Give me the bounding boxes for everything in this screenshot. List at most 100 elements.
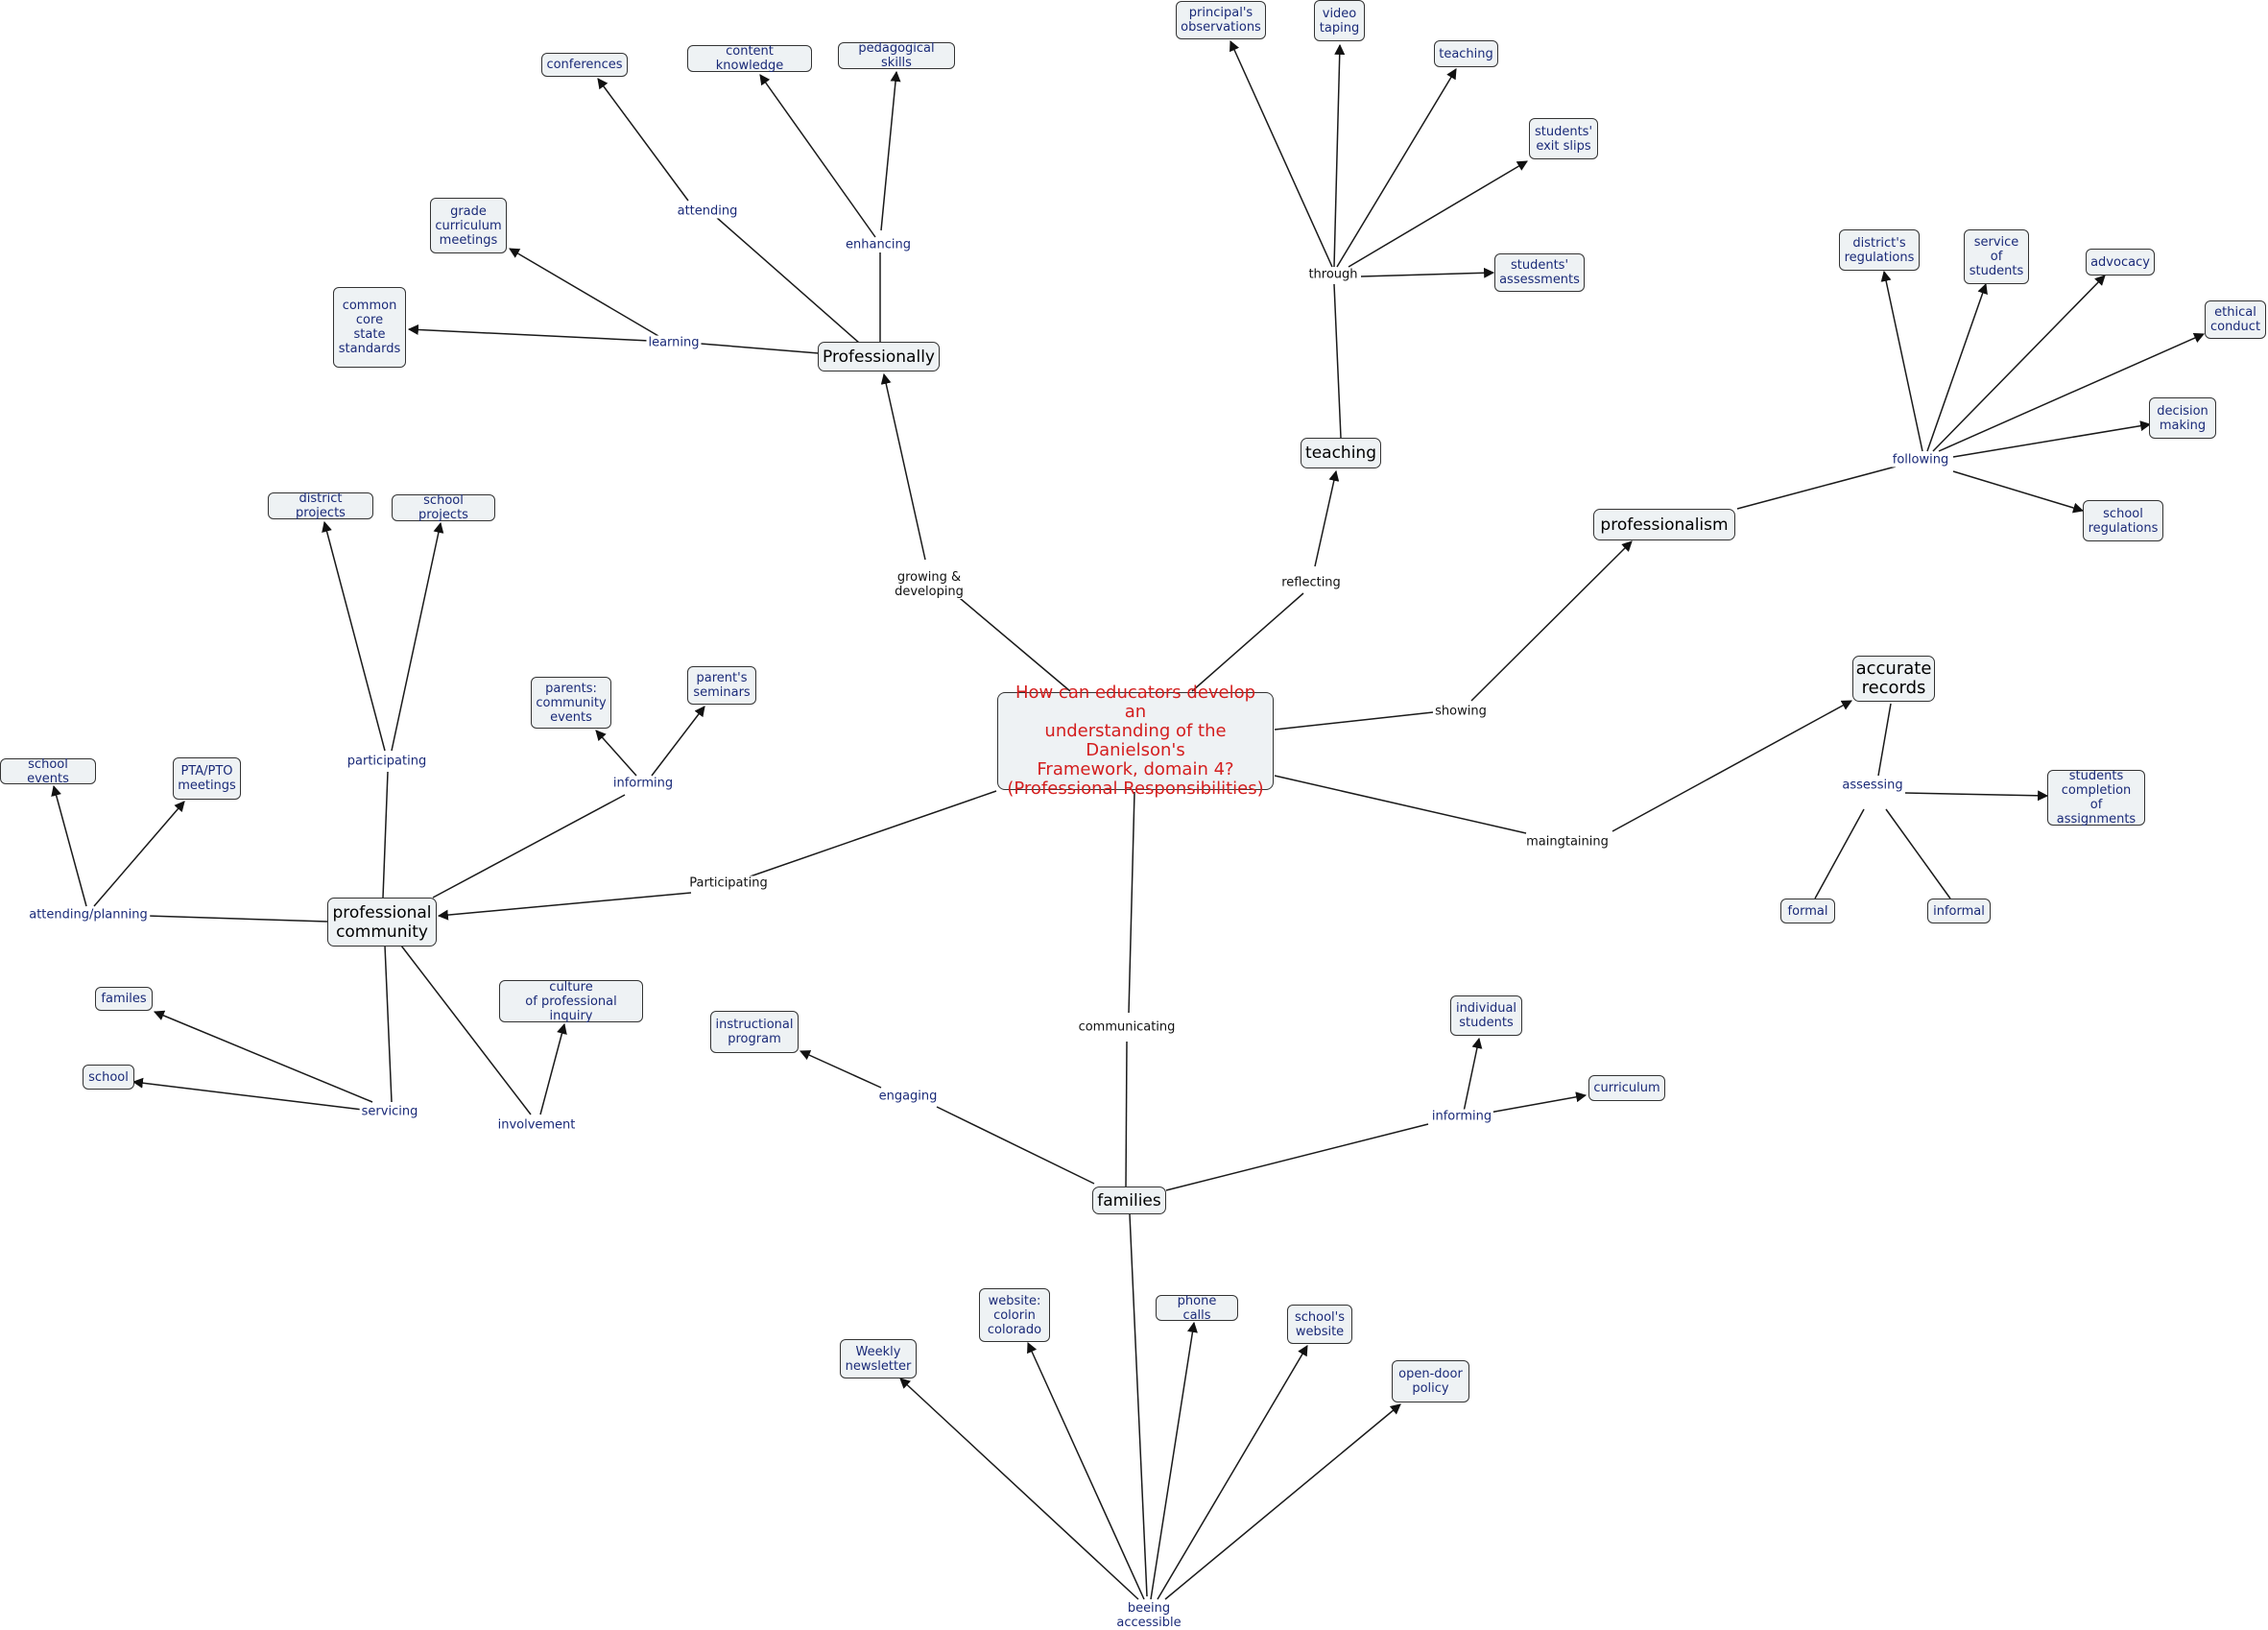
leaf-weekly-newsletter[interactable]: Weekly newsletter [840, 1339, 917, 1378]
edge-arrow [153, 1010, 373, 1103]
link-label-enhancing: enhancing [844, 237, 913, 252]
hub-accurate-records[interactable]: accurate records [1852, 656, 1935, 702]
edge [1125, 1041, 1128, 1189]
edge-arrow [595, 730, 637, 777]
hub-professionally[interactable]: Professionally [818, 342, 940, 372]
edge-arrow [391, 521, 444, 752]
edge [1814, 808, 1865, 899]
edge [759, 74, 876, 238]
leaf-decision-making[interactable]: decision making [2149, 397, 2216, 439]
edge-arrow [407, 324, 651, 342]
leaf-instructional-program[interactable]: instructional program [710, 1011, 799, 1053]
edge-arrow [597, 78, 689, 202]
edge [936, 1106, 1095, 1185]
edge-arrow [899, 1378, 1139, 1600]
edge-arrow [509, 248, 659, 337]
edge-arrow [131, 1077, 364, 1111]
leaf-service-of-students[interactable]: service of students [1964, 229, 2029, 284]
central-question-node[interactable]: How can educators develop an understandi… [997, 683, 1274, 799]
link-label-informing-community: informing [610, 776, 676, 791]
leaf-video-taping[interactable]: video taping [1314, 0, 1365, 41]
link-label-assessing: assessing [1840, 778, 1905, 793]
hub-teaching[interactable]: teaching [1301, 438, 1381, 468]
link-label-reflecting: reflecting [1279, 575, 1343, 590]
edge [700, 343, 820, 354]
edge-arrow [1360, 267, 1495, 278]
edge [1274, 775, 1527, 834]
link-label-beeing-accessible: beeing accessible [1114, 1601, 1183, 1630]
leaf-curriculum[interactable]: curriculum [1588, 1075, 1665, 1101]
leaf-pta-pto-meetings[interactable]: PTA/PTO meetings [173, 757, 241, 800]
leaf-ethical-conduct[interactable]: ethical conduct [2205, 300, 2266, 339]
edge-arrow [539, 1022, 567, 1115]
edge [1736, 466, 1897, 510]
leaf-school-events[interactable]: school events [0, 757, 96, 786]
leaf-students-exit-slips[interactable]: students' exit slips [1529, 118, 1598, 159]
leaf-formal[interactable]: formal [1780, 899, 1835, 923]
leaf-school[interactable]: school [83, 1065, 134, 1090]
leaf-culture-of-professional-inquiry[interactable]: culture of professional inquiry [499, 980, 643, 1023]
link-label-participating-main: Participating [687, 875, 770, 891]
hub-professionalism[interactable]: professionalism [1593, 509, 1735, 540]
link-label-involvement: involvement [495, 1117, 578, 1133]
link-label-engaging: engaging [876, 1089, 940, 1104]
leaf-school-regulations[interactable]: school regulations [2083, 500, 2163, 541]
leaf-students-assessments[interactable]: students' assessments [1494, 253, 1585, 292]
edge [715, 216, 860, 344]
leaf-schools-website[interactable]: school's website [1287, 1305, 1352, 1344]
leaf-pedagogical-skills[interactable]: pedagogical skills [838, 41, 955, 70]
link-label-informing-families: informing [1429, 1109, 1494, 1124]
link-label-communicating: communicating [1076, 1019, 1178, 1035]
edge-arrow [1333, 43, 1346, 268]
edge-arrow [93, 801, 185, 907]
leaf-school-projects[interactable]: school projects [392, 493, 495, 522]
edge [384, 945, 393, 1103]
edge [1333, 283, 1342, 439]
edge-arrow [1164, 1403, 1401, 1600]
edge [146, 915, 328, 923]
edge-arrow [1027, 1341, 1145, 1600]
leaf-individual-students[interactable]: individual students [1450, 995, 1522, 1036]
edge [1191, 592, 1304, 692]
leaf-district-projects[interactable]: district projects [268, 491, 373, 520]
link-label-attending-planning: attending/planning [27, 907, 150, 923]
edge-arrow [1229, 39, 1333, 268]
leaf-students-completion-of-assignments[interactable]: students completion of assignments [2047, 769, 2145, 827]
link-label-showing: showing [1433, 704, 1489, 719]
link-label-growing-developing: growing & developing [893, 570, 966, 599]
leaf-phone-calls[interactable]: phone calls [1156, 1294, 1238, 1323]
edge-arrow [1314, 469, 1340, 567]
edge-arrow [1952, 420, 2152, 458]
leaf-parents-community-events[interactable]: parents: community events [531, 677, 611, 729]
leaf-common-core-state-standards[interactable]: common core state standards [333, 287, 406, 368]
leaf-open-door-policy[interactable]: open-door policy [1392, 1360, 1469, 1402]
leaf-conferences[interactable]: conferences [541, 53, 628, 77]
edge-arrow [1880, 270, 1923, 452]
edge-arrow [880, 372, 926, 561]
edge-arrow [1952, 470, 2085, 514]
edge [1274, 711, 1434, 731]
link-label-participating-sub: participating [345, 754, 429, 769]
edge-arrow [1336, 68, 1457, 268]
leaf-advocacy[interactable]: advocacy [2086, 249, 2155, 276]
link-label-maingtaining: maingtaining [1524, 834, 1611, 850]
hub-families[interactable]: families [1092, 1187, 1166, 1214]
edge-arrow [880, 70, 901, 231]
hub-professional-community[interactable]: professional community [327, 898, 437, 947]
leaf-website-colorin-colorado[interactable]: website: colorin colorado [979, 1288, 1050, 1342]
edge-arrow [1926, 282, 1988, 452]
leaf-districts-regulations[interactable]: district's regulations [1839, 229, 1920, 271]
edge [741, 790, 997, 880]
link-label-learning: learning [646, 335, 702, 350]
leaf-parents-seminars[interactable]: parent's seminars [687, 666, 756, 705]
leaf-principals-observations[interactable]: principal's observations [1176, 1, 1266, 39]
leaf-teaching[interactable]: teaching [1434, 40, 1498, 67]
leaf-content-knowledge[interactable]: content knowledge [687, 44, 812, 73]
leaf-familes[interactable]: familes [95, 987, 153, 1011]
leaf-grade-curriculum-meetings[interactable]: grade curriculum meetings [430, 198, 507, 253]
edge-arrow [51, 784, 87, 907]
leaf-informal[interactable]: informal [1927, 899, 1991, 923]
edge-arrow [1463, 1037, 1483, 1113]
